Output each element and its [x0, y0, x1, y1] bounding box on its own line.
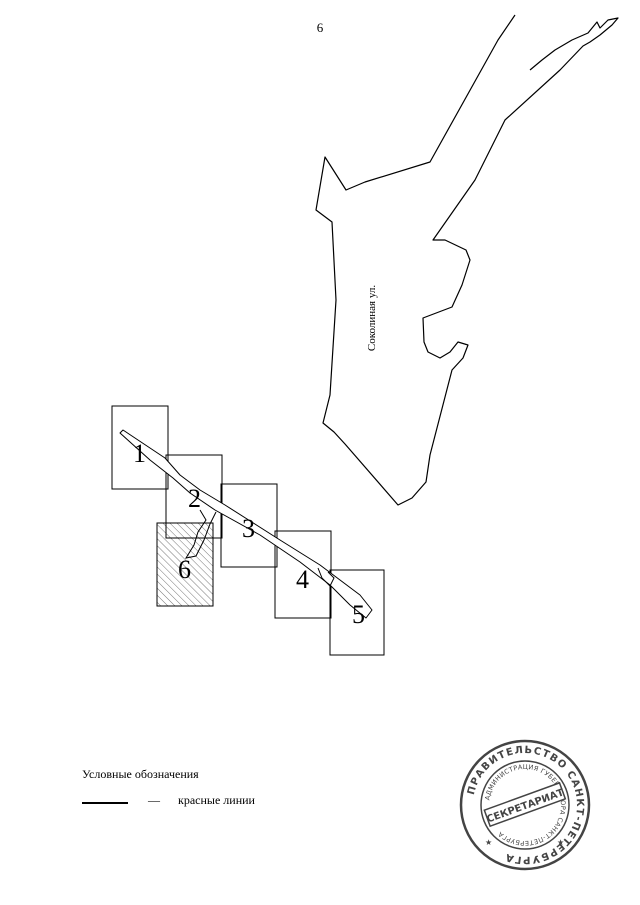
sheet-6-frame	[156, 522, 214, 607]
red-line-branch	[184, 509, 217, 559]
official-stamp: ПРАВИТЕЛЬСТВО САНКТ-ПЕТЕРБУРГА АДМИНИСТР…	[459, 739, 591, 871]
stamp-star-icon: ★	[485, 838, 492, 847]
legend-dash: —	[148, 793, 160, 807]
sheet-5-frame	[329, 569, 385, 656]
sheet-3-frame	[220, 483, 278, 568]
red-line-corridor	[119, 429, 373, 619]
stamp-star-icon: ★	[557, 838, 564, 847]
sheet-label-5: 5	[352, 600, 365, 629]
territory-outline	[315, 14, 619, 506]
sheet-label-4: 4	[296, 565, 309, 594]
sheet-label-2: 2	[188, 484, 201, 513]
street-label: Соколиная ул.	[366, 285, 378, 351]
sheet-2-frame	[165, 454, 223, 539]
sheet-label-3: 3	[242, 514, 255, 543]
legend-title: Условные обозначения	[82, 767, 199, 781]
legend-label: красные линии	[178, 793, 255, 807]
sheet-1-frame	[111, 405, 169, 490]
page-number: 6	[316, 20, 324, 35]
sheet-label-1: 1	[133, 439, 146, 468]
red-line-notch	[317, 567, 335, 587]
legend-line-symbol	[82, 802, 128, 804]
sheet-label-6: 6	[178, 555, 191, 584]
